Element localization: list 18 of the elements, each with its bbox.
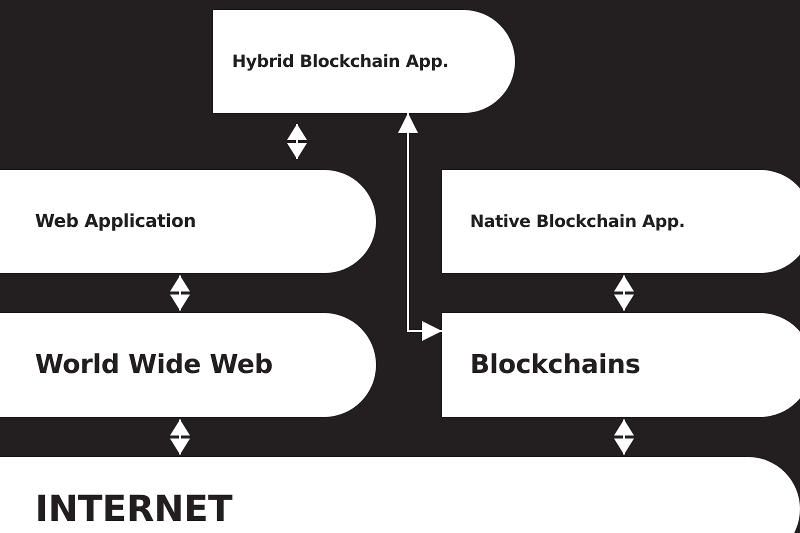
layer-box	[442, 170, 800, 273]
layer-label: Web Application	[35, 211, 196, 232]
layer-box	[0, 313, 376, 417]
layer-box	[442, 313, 800, 417]
layer-label: INTERNET	[35, 488, 232, 530]
layer-label: Hybrid Blockchain App.	[232, 52, 448, 72]
double-arrow	[170, 420, 190, 454]
layer-box	[213, 10, 515, 113]
double-arrow	[287, 124, 307, 159]
layer-box	[0, 457, 800, 533]
layer-label: Blockchains	[470, 350, 640, 380]
layer-box	[0, 170, 376, 273]
double-arrow	[614, 276, 634, 310]
connector-arrow	[398, 113, 442, 341]
layer-label: World Wide Web	[35, 350, 273, 380]
double-arrow	[170, 276, 190, 310]
double-arrow	[614, 420, 634, 454]
layer-label: Native Blockchain App.	[470, 212, 685, 232]
